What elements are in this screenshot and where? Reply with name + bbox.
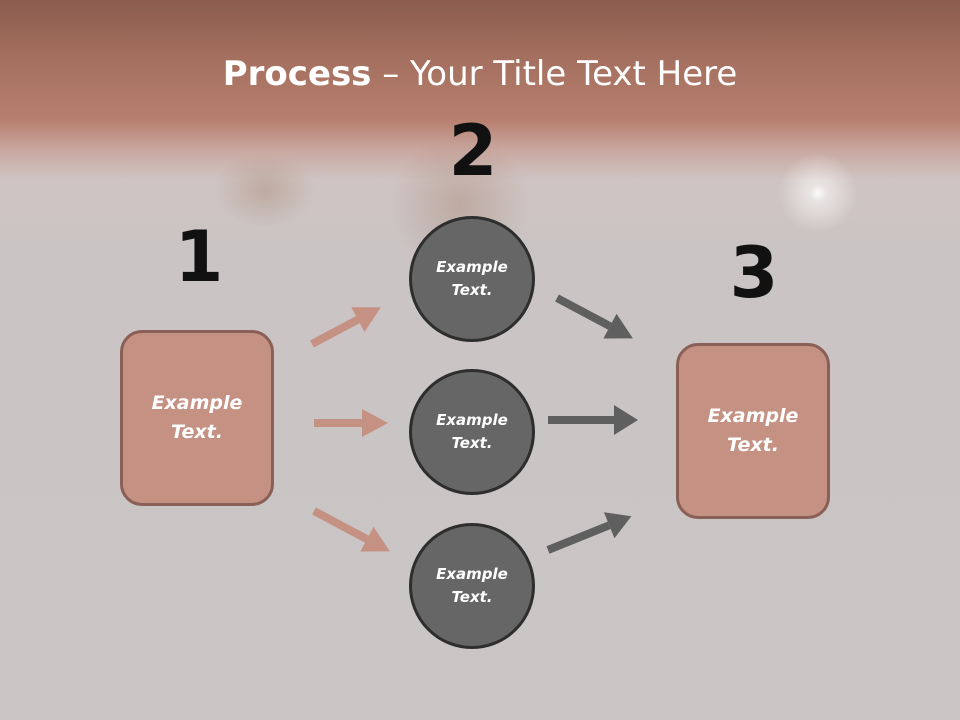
arrow-top-to-right xyxy=(555,294,633,339)
step-number-2: 2 xyxy=(448,110,498,192)
title-rest: – Your Title Text Here xyxy=(371,54,738,94)
step-box-right: Example Text. xyxy=(676,343,830,519)
step-number-3: 3 xyxy=(729,232,779,314)
arrow-left-to-middle xyxy=(314,409,388,437)
step-circle-middle: Example Text. xyxy=(409,369,535,495)
slide-title: Process – Your Title Text Here xyxy=(0,52,960,96)
step-box-left: Example Text. xyxy=(120,330,274,506)
step-circle-top: Example Text. xyxy=(409,216,535,342)
step-circle-bottom: Example Text. xyxy=(409,523,535,649)
step-box-right-text: Example Text. xyxy=(707,405,799,456)
step-number-1: 1 xyxy=(174,216,224,298)
arrow-left-to-top xyxy=(310,307,381,348)
step-circle-bottom-text: Example Text. xyxy=(436,565,508,606)
arrow-left-to-bottom xyxy=(312,507,390,552)
step-circle-middle-text: Example Text. xyxy=(436,411,508,452)
step-circle-top-text: Example Text. xyxy=(436,258,508,299)
arrow-bottom-to-right xyxy=(546,512,632,554)
title-bold: Process xyxy=(222,54,372,94)
arrow-middle-to-right xyxy=(548,405,638,435)
step-box-left-text: Example Text. xyxy=(151,392,243,443)
